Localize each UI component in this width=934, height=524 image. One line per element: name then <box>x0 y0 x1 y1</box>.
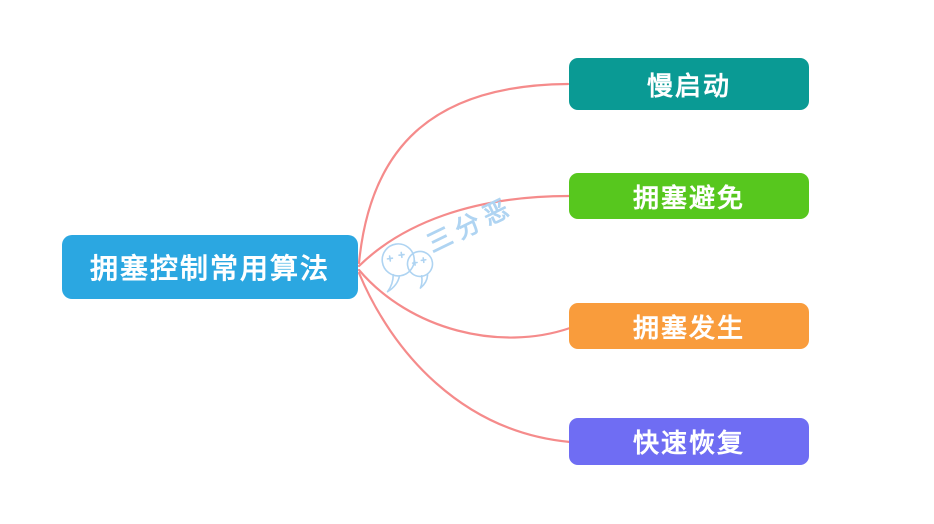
watermark-text: 三分恶 <box>422 192 519 259</box>
wechat-icon <box>381 243 434 293</box>
branch-node-congestion-avoidance[interactable]: 拥塞避免 <box>569 173 809 219</box>
branch-node-congestion-occurs[interactable]: 拥塞发生 <box>569 303 809 349</box>
connector-curve-congestion-avoidance <box>357 194 571 268</box>
branch-node-fast-recovery[interactable]: 快速恢复 <box>569 418 809 465</box>
connector-curve-fast-recovery <box>357 271 572 444</box>
root-node-congestion-control[interactable]: 拥塞控制常用算法 <box>62 235 358 299</box>
connector-curve-congestion-occurs <box>357 268 572 339</box>
branch-node-slow-start[interactable]: 慢启动 <box>569 58 809 110</box>
connector-curve-slow-start <box>357 82 570 265</box>
